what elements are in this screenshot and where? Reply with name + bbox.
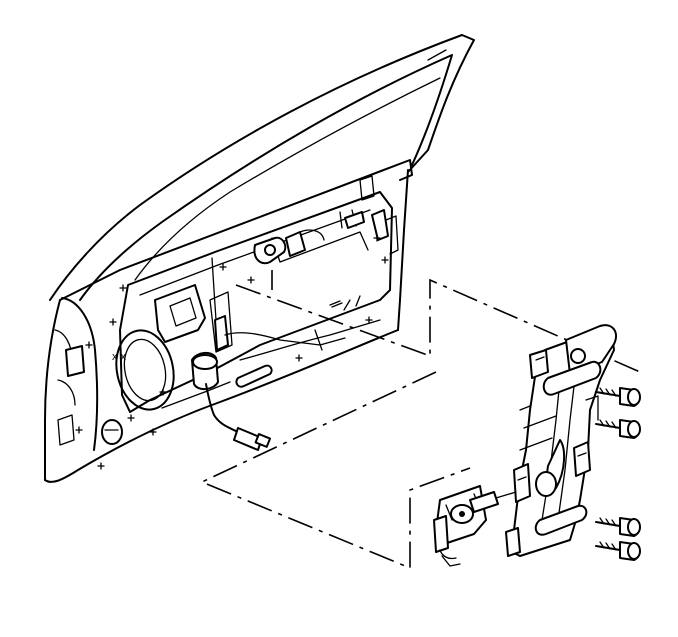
bolt-lower-1 xyxy=(595,517,641,537)
door-inner-panel xyxy=(44,159,413,483)
exploded-view-outline xyxy=(200,270,641,570)
bolt-upper-2 xyxy=(595,419,641,439)
door-window-frame xyxy=(49,34,475,301)
regulator-motor-assembly xyxy=(433,485,517,567)
door-fastener-marks xyxy=(75,234,389,470)
window-regulator-assembly xyxy=(505,324,618,557)
regulator-in-door xyxy=(154,231,346,451)
callout-xx: x x xyxy=(112,351,127,363)
bolt-lower-2 xyxy=(595,541,641,561)
bolt-upper-1 xyxy=(595,387,641,407)
